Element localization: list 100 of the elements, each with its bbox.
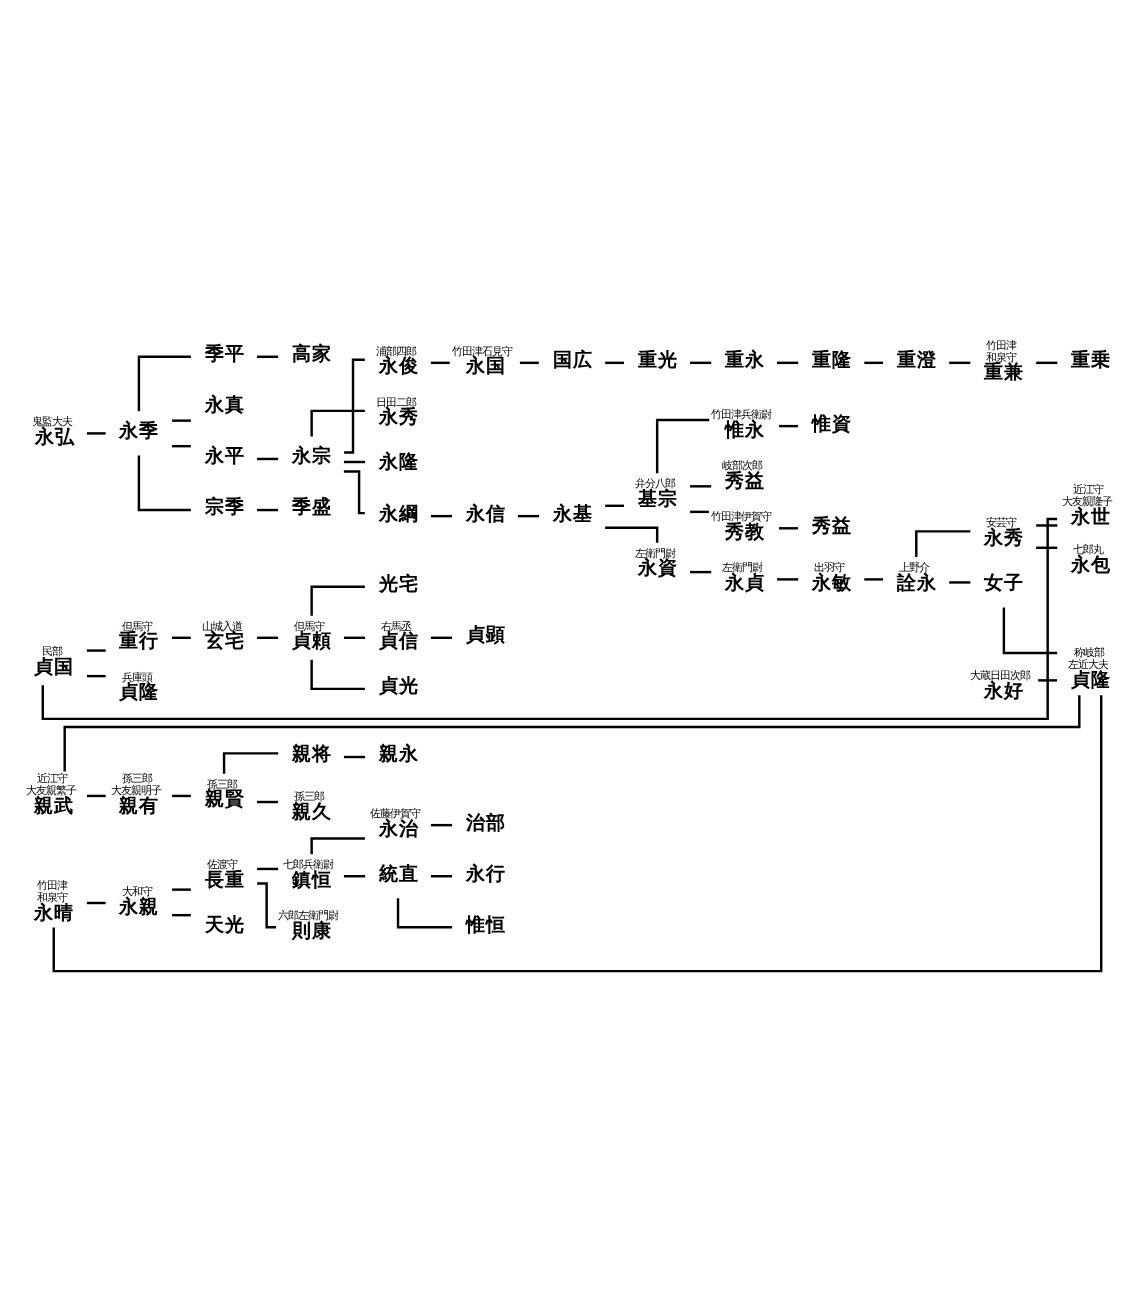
node-text: 永信	[465, 503, 506, 526]
node-text: 永国	[466, 356, 507, 379]
connector	[86, 674, 106, 678]
connector	[310, 409, 365, 437]
node-text: 永季	[119, 420, 160, 443]
connector	[343, 875, 366, 878]
node-text: 重澄	[896, 350, 937, 373]
node-text: 長重	[204, 869, 245, 892]
connector	[86, 432, 106, 435]
connector	[949, 361, 971, 365]
node-text: 光宅	[378, 574, 419, 597]
node-text: 重乗	[1070, 350, 1111, 373]
node-text: 永資	[638, 558, 679, 581]
connector	[864, 361, 884, 365]
node-text: 宗季	[204, 497, 245, 520]
node-text: 高家	[291, 344, 332, 367]
connector	[310, 585, 365, 616]
connector	[343, 460, 366, 464]
node-text: 貞光	[378, 676, 419, 699]
node-text: 貞国	[34, 656, 75, 679]
node-text: 季盛	[291, 497, 332, 520]
connector	[86, 649, 106, 652]
node-text: 永世	[1070, 507, 1111, 530]
node-text: 永隆	[378, 452, 419, 475]
node-text: 親賢	[204, 789, 245, 812]
connector	[41, 517, 1058, 721]
node-text: 永包	[1070, 554, 1111, 577]
node-text: 永晴	[34, 902, 75, 925]
connector	[256, 867, 279, 871]
node-text: 貞頼	[291, 631, 332, 654]
node-text: 貞信	[378, 631, 419, 654]
connector	[310, 837, 365, 855]
connector	[430, 514, 453, 518]
node-text: 永好	[984, 681, 1025, 704]
node-text: 重光	[637, 350, 678, 373]
connector	[517, 514, 540, 518]
connector	[777, 361, 799, 365]
node-text: 永行	[465, 863, 506, 886]
node-text: 重隆	[811, 350, 852, 373]
node-text: 永貞	[725, 572, 766, 595]
connector	[430, 361, 450, 365]
connector	[343, 755, 366, 759]
node-text: 親永	[378, 744, 419, 767]
connector	[1036, 524, 1058, 527]
connector	[605, 504, 624, 507]
connector	[222, 752, 279, 774]
connector	[256, 636, 279, 639]
node-text: 季平	[204, 344, 245, 367]
connector	[430, 875, 453, 878]
node-text: 貞隆	[1071, 670, 1112, 693]
node-text: 永基	[552, 503, 593, 526]
connector	[257, 882, 277, 929]
connector	[52, 695, 1103, 973]
connector	[915, 530, 971, 558]
node-text: 重行	[119, 631, 160, 654]
connector	[690, 361, 712, 365]
connector	[256, 457, 279, 461]
node-text: 惟資	[811, 413, 852, 436]
connector	[1036, 546, 1058, 549]
node-text: 玄宅	[205, 631, 246, 654]
connector	[396, 898, 453, 929]
connector	[779, 527, 798, 530]
connector	[430, 636, 453, 639]
node-text: 永秀	[379, 407, 420, 430]
node-text: 親久	[291, 801, 332, 824]
node-text: 永平	[204, 446, 245, 469]
connector	[256, 800, 279, 804]
node-text: 貞隆	[119, 682, 160, 705]
node-text: 永治	[378, 818, 419, 841]
connector	[864, 578, 884, 581]
connector	[137, 455, 191, 512]
node-text: 国広	[552, 350, 593, 373]
connector	[86, 901, 106, 905]
node-text: 基宗	[638, 488, 679, 511]
node-text: 永親	[119, 896, 160, 919]
connector	[777, 578, 799, 581]
node-text: 親有	[119, 795, 160, 818]
node-text: 永綱	[378, 503, 419, 526]
connector	[343, 470, 365, 515]
connector	[519, 361, 539, 365]
node-text: 貞顕	[465, 625, 506, 648]
connector	[690, 485, 712, 488]
node-text: 惟永	[725, 419, 766, 442]
connector	[1038, 679, 1058, 682]
node-text: 秀教	[725, 521, 766, 544]
connector	[690, 570, 712, 574]
node-text: 永敏	[811, 572, 852, 595]
connector	[949, 581, 971, 584]
node-text: 重永	[724, 350, 765, 373]
node-text: 治部	[465, 812, 506, 835]
connector	[1002, 607, 1058, 655]
node-text: 重兼	[983, 362, 1024, 385]
node-text: 永真	[204, 395, 245, 418]
node-text: 鎮恒	[291, 869, 332, 892]
connector	[172, 794, 191, 798]
connector	[779, 424, 798, 428]
connector	[690, 510, 709, 514]
connector	[655, 418, 710, 474]
connector	[343, 636, 366, 639]
connector	[256, 355, 279, 358]
